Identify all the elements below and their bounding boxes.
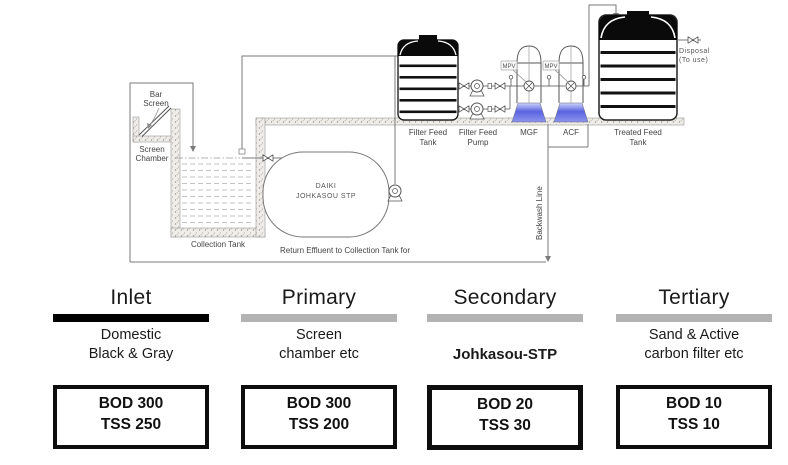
tank-stripes (600, 51, 676, 108)
tank-water-level (182, 163, 254, 223)
stage-column-secondary: Secondary Johkasou-STP BOD 20 TSS 30 (427, 285, 583, 465)
stage-description: Sand & Active carbon filter etc (616, 326, 772, 364)
stage-column-inlet: Inlet Domestic Black & Gray BOD 300 TSS … (53, 285, 209, 465)
stage-description-line: Johkasou-STP (452, 346, 558, 363)
stage-title: Tertiary (658, 286, 730, 309)
stage-description-line (427, 326, 583, 345)
stage-underline (427, 314, 583, 322)
water-quality-box: BOD 20 TSS 30 (427, 385, 583, 450)
stage-underline (53, 314, 209, 322)
backwash-line: Backwash Line (535, 124, 589, 262)
tank-stripes (399, 64, 457, 114)
screen-chamber-label-2: Chamber (136, 154, 169, 163)
stage-description-line: carbon filter etc (644, 346, 744, 362)
bar-screen-label-1: Bar (150, 90, 163, 99)
bod-value: BOD 300 (98, 395, 164, 412)
water-quality-box: BOD 10 TSS 10 (616, 385, 772, 449)
water-quality-box: BOD 300 TSS 200 (241, 385, 397, 449)
collection-tank-label: Collection Tank (191, 240, 246, 249)
treated-feed-tank-label-1: Treated Feed (614, 128, 662, 137)
mgf-filter: MPV MGF (500, 45, 547, 137)
collection-tank: Collection Tank (170, 108, 266, 249)
stage-column-tertiary: Tertiary Sand & Active carbon filter etc… (616, 285, 772, 465)
screen-chamber-label-1: Screen (139, 145, 164, 154)
tss-value: TSS 10 (668, 416, 720, 433)
return-note-label: Return Effluent to Collection Tank for (280, 246, 410, 255)
acf-filter: MPV ACF (542, 45, 589, 137)
mpv-valve-label: MPV (544, 64, 557, 70)
stage-description-line: Sand & Active (648, 327, 740, 343)
johkasou-stp-tank: DAIKI JOHKASOU STP (262, 151, 390, 238)
filter-feed-tank: Filter Feed Tank (397, 35, 459, 147)
stage-description-line: chamber etc (279, 346, 359, 362)
filter-feed-tank-label-2: Tank (420, 138, 438, 147)
filter-feed-pump-label-1: Filter Feed (459, 128, 497, 137)
stage-column-primary: Primary Screen chamber etc BOD 300 TSS 2… (241, 285, 397, 465)
stage-title: Secondary (453, 286, 557, 309)
process-flow-diagram: Return Effluent to Collection Tank for B… (129, 4, 710, 263)
stage-description-line: Screen (296, 327, 342, 343)
bod-value: BOD 10 (666, 395, 722, 412)
bod-value: BOD 20 (477, 396, 533, 413)
treatment-stages: Inlet Domestic Black & Gray BOD 300 TSS … (0, 285, 788, 465)
stage-description: Domestic Black & Gray (53, 326, 209, 364)
stage-underline (616, 314, 772, 322)
tss-value: TSS 200 (288, 416, 350, 433)
disposal-label-1: Disposal (679, 48, 710, 55)
bar-screen-label-2: Screen (143, 99, 168, 108)
disposal-label-2: (To use) (679, 57, 708, 64)
backwash-line-label: Backwash Line (535, 186, 544, 240)
treated-feed-tank: Treated Feed Tank (598, 11, 678, 147)
mpv-valve-label: MPV (502, 64, 515, 70)
disposal-outlet: Disposal (To use) (677, 36, 710, 64)
bar-screen: Bar Screen (132, 90, 178, 143)
stp-transfer-pump (387, 184, 403, 202)
stage-description-line: Domestic (100, 327, 162, 343)
mgf-label: MGF (520, 128, 538, 137)
stp-inlet-pipe (242, 154, 282, 162)
bar-screen-bars (138, 105, 172, 137)
filter-feed-pump-label-2: Pump (468, 138, 489, 147)
filter-feed-pump: Filter Feed Pump (458, 79, 524, 147)
stage-description: Screen chamber etc (241, 326, 397, 364)
stp-label-1: DAIKI (316, 183, 337, 190)
bod-value: BOD 300 (286, 395, 352, 412)
stp-label-2: JOHKASOU STP (296, 193, 356, 200)
tss-value: TSS 30 (479, 417, 531, 434)
water-quality-box: BOD 300 TSS 250 (53, 385, 209, 449)
screen-chamber: Screen Chamber (136, 145, 169, 163)
stage-underline (241, 314, 397, 322)
stage-title: Inlet (110, 286, 152, 309)
treated-feed-tank-label-2: Tank (630, 138, 648, 147)
stage-description-line: Black & Gray (88, 346, 174, 362)
stage-description: Johkasou-STP (427, 326, 583, 364)
stage-title: Primary (281, 286, 357, 309)
tss-value: TSS 250 (100, 416, 162, 433)
return-effluent-line: Return Effluent to Collection Tank for (129, 82, 546, 263)
filter-feed-tank-label-1: Filter Feed (409, 128, 447, 137)
inter-filter-pipe (534, 75, 565, 87)
acf-label: ACF (563, 128, 579, 137)
